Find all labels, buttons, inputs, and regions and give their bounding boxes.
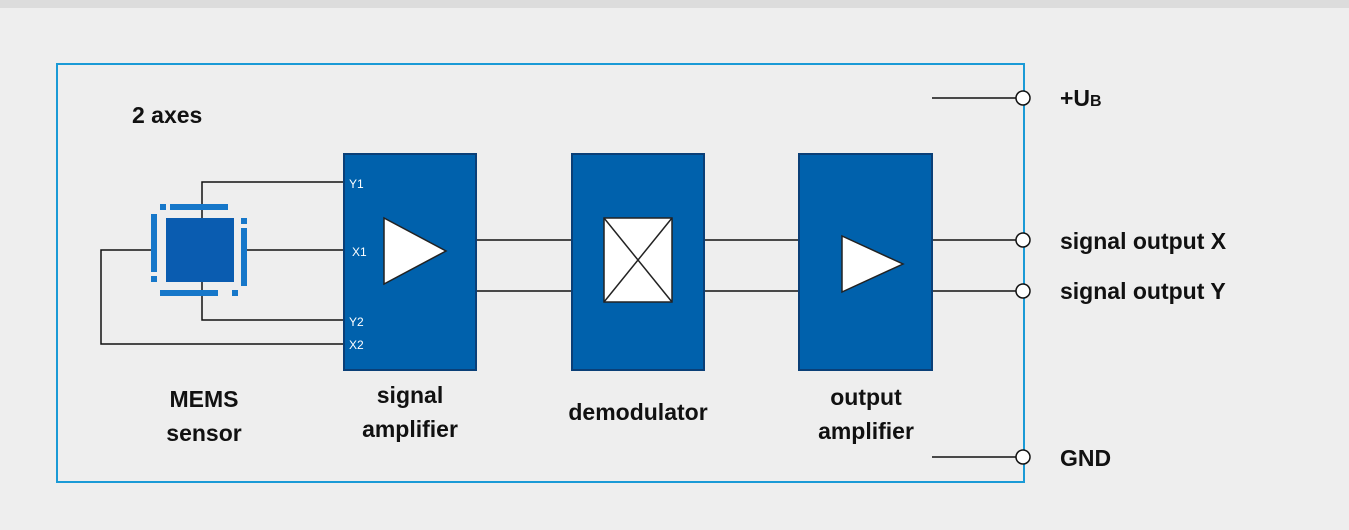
sensor-wires	[100, 97, 1016, 458]
supply-label: +UB	[1060, 85, 1102, 111]
signal-amplifier-label-line1: signal	[377, 382, 443, 408]
top-border	[0, 0, 1349, 8]
demodulator-label: demodulator	[568, 399, 707, 425]
output-x-label: signal output X	[1060, 228, 1227, 254]
output-x-terminal	[1015, 232, 1031, 248]
output-y-label: signal output Y	[1060, 278, 1226, 304]
terminals	[1015, 90, 1031, 465]
output-amplifier-label-line2: amplifier	[818, 418, 914, 444]
demodulator-block	[571, 153, 705, 371]
signal-amplifier-block: Y1 X1 Y2 X2	[343, 153, 477, 371]
signal-amplifier-label-line2: amplifier	[362, 416, 458, 442]
pin-y2: Y2	[349, 315, 364, 329]
pin-y1: Y1	[349, 177, 364, 191]
output-amplifier-label-line1: output	[830, 384, 902, 410]
mems-label-line1: MEMS	[170, 386, 239, 412]
supply-terminal	[1015, 90, 1031, 106]
device-frame	[56, 63, 1025, 483]
ground-terminal	[1015, 449, 1031, 465]
ground-label: GND	[1060, 445, 1111, 471]
output-y-terminal	[1015, 283, 1031, 299]
mems-label-line2: sensor	[166, 420, 241, 446]
output-amplifier-block	[798, 153, 933, 371]
axes-label: 2 axes	[132, 102, 202, 128]
pin-x1: X1	[352, 245, 367, 259]
pin-x2: X2	[349, 338, 364, 352]
mems-sensor-icon	[151, 204, 247, 296]
